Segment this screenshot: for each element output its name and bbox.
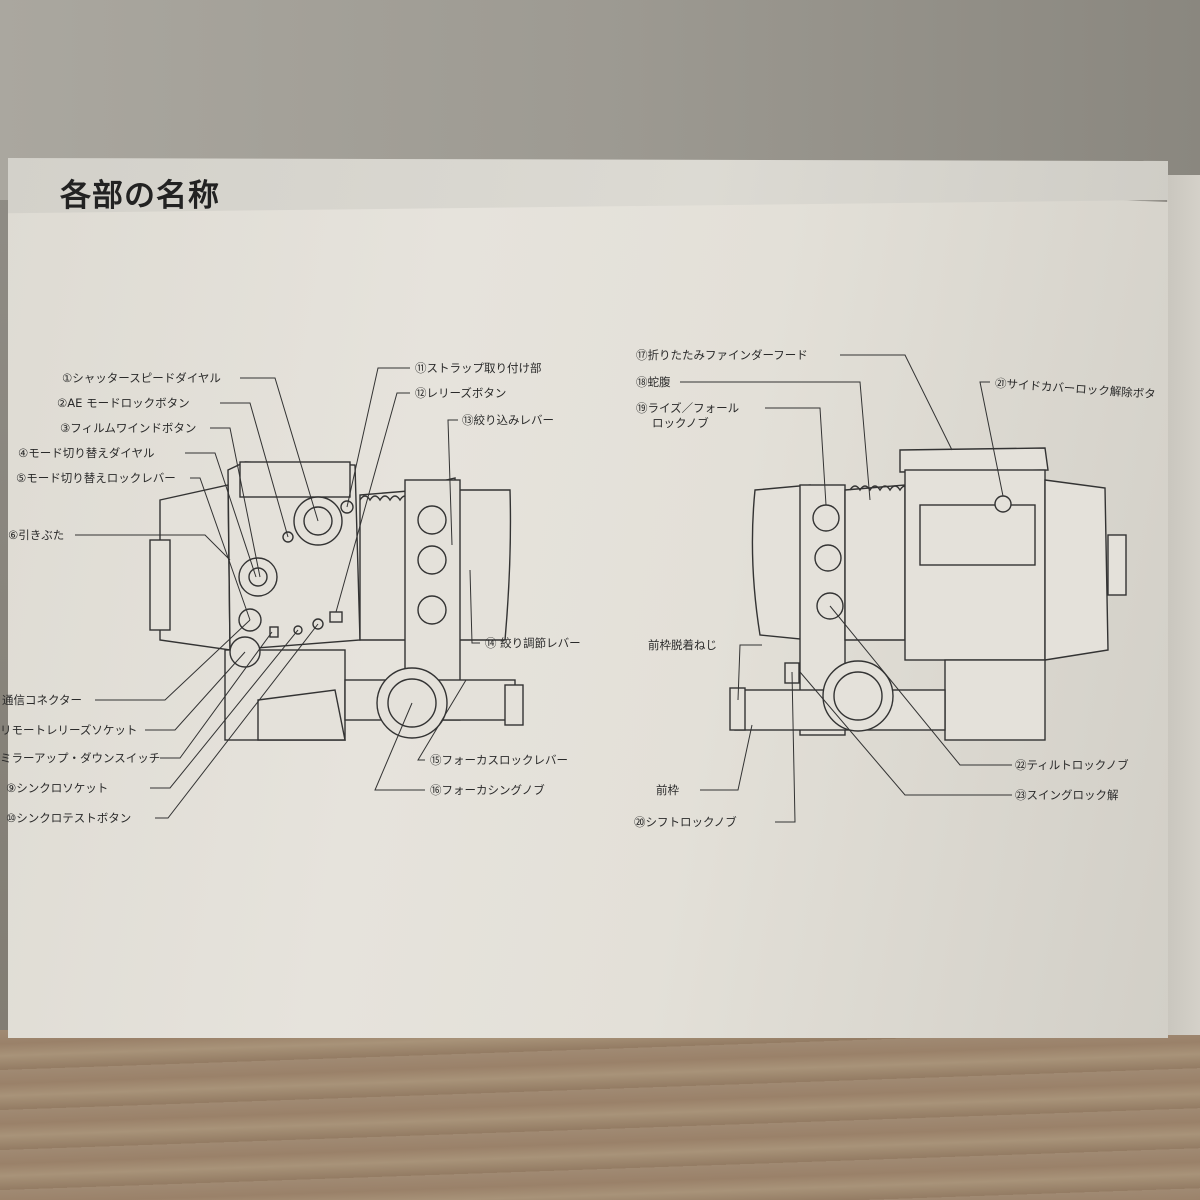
- label-release-button: ⑫レリーズボタン: [415, 386, 507, 400]
- label-mode-dial: ④モード切り替えダイヤル: [18, 446, 155, 460]
- label-film-wind-button: ③フィルムワインドボタン: [60, 421, 197, 435]
- label-swing-lock: ㉓スイングロック解: [1015, 788, 1119, 802]
- label-aperture-lever: ⑭ 絞り調節レバー: [485, 636, 581, 650]
- label-rise-fall-1: ⑲ライズ／フォール: [636, 401, 740, 415]
- label-strap-lug: ⑪ストラップ取り付け部: [415, 361, 542, 375]
- label-front-frame: 前枠: [656, 783, 679, 797]
- label-bellows: ⑱蛇腹: [636, 375, 671, 389]
- label-front-frame-screw: 前枠脱着ねじ: [648, 638, 717, 652]
- label-dark-slide: ⑥引きぶた: [8, 528, 65, 542]
- label-comm-connector: 通信コネクター: [2, 693, 83, 707]
- label-shutter-speed-dial: ①シャッタースピードダイヤル: [62, 371, 221, 385]
- leader-lines: [75, 354, 1012, 823]
- label-sync-test-button: ⑩シンクロテストボタン: [6, 811, 132, 825]
- label-remote-release-socket: リモートレリーズソケット: [0, 723, 138, 737]
- right-camera-drawing: [729, 447, 1127, 741]
- label-ae-mode-lock-button: ②AE モードロックボタン: [57, 396, 190, 410]
- label-finder-hood: ⑰折りたたみファインダーフード: [636, 348, 808, 362]
- label-mirror-switch: ミラーアップ・ダウンスイッチ: [0, 751, 161, 765]
- wooden-floor: [0, 1030, 1200, 1200]
- label-focusing-knob: ⑯フォーカシングノブ: [430, 783, 545, 797]
- left-camera-drawing: [149, 461, 524, 741]
- label-tilt-lock-knob: ㉒ティルトロックノブ: [1015, 758, 1129, 772]
- label-stop-down-lever: ⑬絞り込みレバー: [462, 413, 554, 427]
- label-mode-lock-lever: ⑤モード切り替えロックレバー: [16, 471, 176, 485]
- page-title: 各部の名称: [60, 178, 220, 214]
- label-sync-socket: ⑨シンクロソケット: [6, 781, 109, 795]
- label-rise-fall-2: ロックノブ: [652, 416, 709, 430]
- label-focus-lock-lever: ⑮フォーカスロックレバー: [430, 753, 568, 767]
- label-shift-lock-knob: ⑳シフトロックノブ: [634, 815, 737, 829]
